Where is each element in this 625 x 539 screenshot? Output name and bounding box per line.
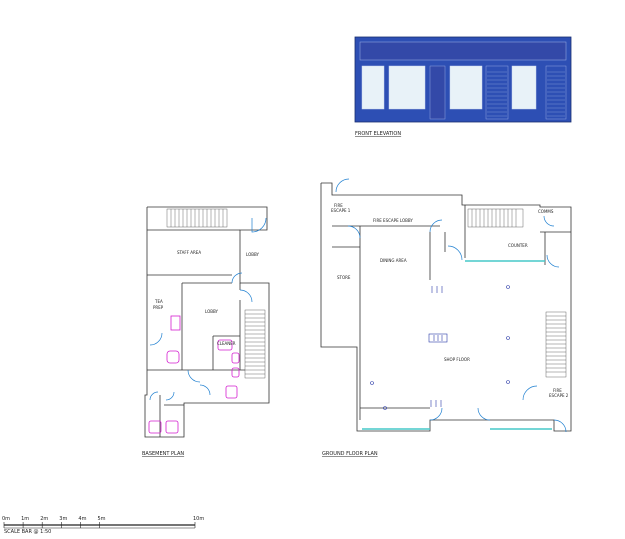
basement-sanitary bbox=[148, 315, 240, 434]
room-fire-escape-2-line1: FIRE bbox=[553, 388, 562, 393]
basement-plan-title: BASEMENT PLAN bbox=[142, 451, 184, 457]
room-dining-area: DINING AREA bbox=[380, 258, 407, 263]
basement-stair-upper bbox=[166, 208, 228, 228]
scale-bar-tick-label: 3m bbox=[59, 516, 67, 522]
basement-walls bbox=[144, 206, 270, 438]
front-elevation-label: FRONT ELEVATION bbox=[355, 131, 401, 137]
elevation-louvre-door bbox=[545, 65, 567, 120]
elevation-window bbox=[449, 65, 483, 110]
ground-walls bbox=[320, 182, 572, 432]
scale-bar: 0m 1m 2m 3m 4m 5m 10m SCALE BAR @ 1:50 bbox=[2, 516, 204, 535]
scale-bar-tick-label: 5m bbox=[98, 516, 106, 522]
elevation-window bbox=[511, 65, 537, 110]
scale-bar-tick-label: 2m bbox=[40, 516, 48, 522]
scale-bar-tick-label: 10m bbox=[193, 516, 204, 522]
room-store: STORE bbox=[337, 275, 351, 280]
ground-stair-lower bbox=[545, 311, 567, 378]
scale-bar-caption: SCALE BAR @ 1:50 bbox=[4, 529, 51, 535]
scale-bar-tick-label: 4m bbox=[78, 516, 86, 522]
room-fire-escape-2-line2: ESCAPE 2 bbox=[549, 393, 569, 398]
scale-bar-ticks: 0m 1m 2m 3m 4m 5m 10m bbox=[2, 516, 204, 528]
room-cleaner: CLEANER bbox=[217, 341, 236, 346]
ground-doors bbox=[335, 178, 567, 433]
basement-stair-lower bbox=[244, 309, 266, 379]
basement-doors bbox=[149, 217, 267, 401]
elevation-door bbox=[429, 65, 446, 120]
room-comms: COMMS bbox=[538, 209, 554, 214]
elevation-window bbox=[361, 65, 385, 110]
front-elevation: FRONT ELEVATION bbox=[354, 36, 572, 137]
room-fire-escape-lobby: FIRE ESCAPE LOBBY bbox=[373, 218, 413, 223]
room-staff-area: STAFF AREA bbox=[177, 250, 201, 255]
ground-stair-upper bbox=[467, 208, 524, 228]
room-tea-prep-line1: TEA bbox=[154, 299, 163, 304]
room-lobby-lower: LOBBY bbox=[205, 309, 219, 314]
ground-fixtures bbox=[370, 285, 510, 410]
ground-floor-plan: FIRE ESCAPE 1 FIRE ESCAPE LOBBY COMMS CO… bbox=[320, 178, 572, 457]
room-fire-escape-1-line2: ESCAPE 1 bbox=[331, 208, 351, 213]
room-counter: COUNTER bbox=[508, 243, 528, 248]
room-fire-escape-1-line1: FIRE bbox=[334, 203, 343, 208]
room-tea-prep-line2: PREP bbox=[153, 305, 164, 310]
room-shop-floor: SHOP FLOOR bbox=[444, 357, 470, 362]
elevation-fascia bbox=[359, 41, 567, 61]
scale-bar-tick-label: 0m bbox=[2, 516, 10, 522]
elevation-window bbox=[388, 65, 426, 110]
room-lobby-upper: LOBBY bbox=[246, 252, 260, 257]
elevation-louvre-door bbox=[485, 65, 509, 120]
ground-floor-plan-title: GROUND FLOOR PLAN bbox=[322, 451, 378, 457]
scale-bar-tick-label: 1m bbox=[21, 516, 29, 522]
basement-plan: STAFF AREA LOBBY TEA PREP LOBBY CLEANER … bbox=[142, 206, 270, 457]
